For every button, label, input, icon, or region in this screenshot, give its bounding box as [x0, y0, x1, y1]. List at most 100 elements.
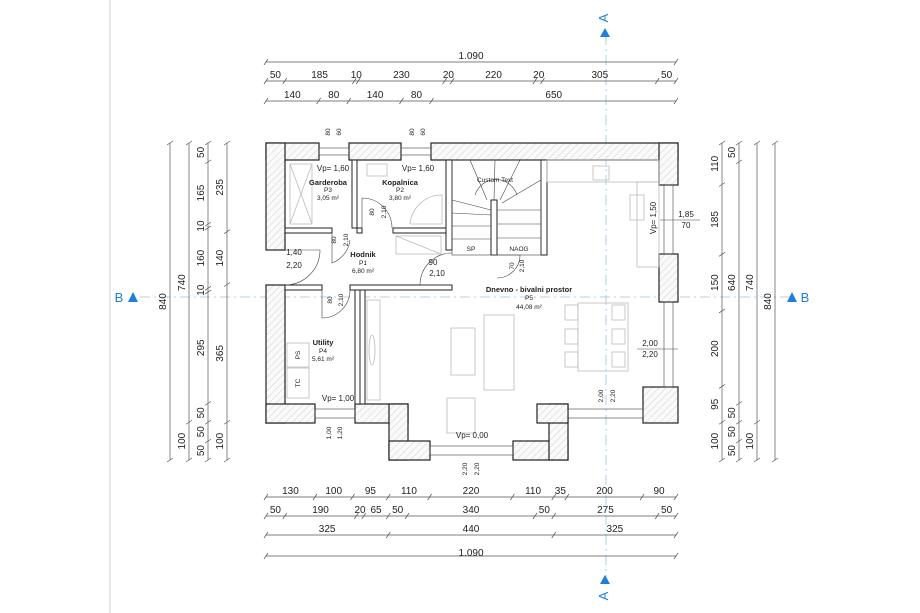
dimension-tick	[223, 229, 231, 234]
dimension-value: 130	[282, 486, 299, 497]
dimension-value: 220	[485, 70, 502, 81]
dimension-tick	[564, 493, 570, 501]
dimension-tick	[223, 419, 231, 425]
dimension-value: 50	[539, 505, 551, 516]
tc-label: TC	[295, 378, 302, 387]
dimension-tick	[735, 457, 743, 463]
dimension-value: 50	[270, 70, 282, 81]
dimension-value: 20	[354, 505, 366, 516]
dimension-value: 100	[710, 432, 721, 449]
dimension-value: 10	[351, 70, 363, 81]
dimension-value: 295	[196, 339, 207, 356]
dimension-value: 110	[710, 155, 721, 171]
dimension-value: 50	[196, 146, 207, 158]
dimension-tick	[204, 221, 212, 227]
room-code: P1	[359, 260, 367, 267]
svg-text:80: 80	[325, 128, 332, 136]
svg-text:Vp= 1,50: Vp= 1,50	[649, 201, 658, 234]
dimension-tick	[263, 552, 269, 560]
svg-text:80: 80	[331, 236, 338, 244]
dimension-tick	[718, 252, 726, 257]
room-vp: Vp= 1,00	[322, 394, 355, 403]
room-vp: Vp= 1,60	[317, 164, 350, 173]
dimension-tick	[204, 457, 212, 463]
dimension-tick	[718, 384, 726, 389]
dimension-value: 200	[710, 340, 721, 357]
room-hodnik: Hodnik P1 6,80 m²	[350, 250, 376, 275]
dimension-value: 140	[215, 249, 226, 266]
dimension-tick	[735, 159, 743, 165]
room-kopalnica: Vp= 1,60 Kopalnica P2 3,80 m²	[382, 164, 435, 202]
dimension-value: 50	[727, 426, 738, 438]
dimension-value: 185	[710, 211, 721, 228]
dimension-value: 140	[284, 90, 301, 101]
svg-text:1,00: 1,00	[326, 426, 333, 439]
ps-fixture	[286, 342, 310, 368]
dimension-tick	[718, 419, 726, 425]
dimension-tick	[316, 97, 321, 105]
svg-text:2,20: 2,20	[286, 261, 302, 270]
svg-text:2,00: 2,00	[598, 389, 605, 402]
dimension-tick	[510, 493, 515, 501]
svg-text:2,20: 2,20	[642, 350, 658, 359]
dimension-value: 100	[325, 486, 342, 497]
dimension-tick	[166, 140, 174, 146]
dimension-value: 50	[727, 407, 738, 419]
dimension-value: 35	[555, 486, 567, 497]
room-area: 6,80 m²	[352, 268, 375, 275]
dimension-tick	[385, 512, 391, 520]
dimension-tick	[223, 457, 231, 463]
dimension-tick	[223, 140, 231, 146]
room-area: 5,61 m²	[312, 356, 335, 363]
room-area: 3,80 m²	[389, 195, 412, 202]
svg-text:1,40: 1,40	[286, 248, 302, 257]
dimension-tick	[540, 77, 545, 85]
dimension-tick	[263, 77, 269, 85]
dimension-tick	[263, 531, 269, 539]
dimension-value: 190	[312, 505, 329, 516]
dimension-value: 440	[463, 524, 480, 535]
dimension-value: 20	[533, 70, 545, 81]
svg-text:70: 70	[682, 221, 691, 230]
dimension-tick	[673, 512, 679, 520]
dimension-tick	[718, 182, 726, 187]
exterior-walls	[265, 142, 679, 461]
dimension-value: 95	[710, 398, 721, 410]
dimension-tick	[753, 419, 761, 425]
dimension-tick	[204, 401, 212, 406]
dimension-value: 1.090	[458, 51, 483, 62]
section-a-bottom-label: A	[596, 591, 611, 600]
dimension-value: 275	[597, 505, 614, 516]
windows	[314, 147, 674, 456]
dimension-value: 50	[196, 407, 207, 419]
dimension-value: 50	[196, 445, 207, 457]
dimension-tick	[654, 512, 660, 520]
stair-up-label: SP	[467, 246, 476, 253]
dimension-tick	[639, 493, 645, 501]
dimension-value: 110	[401, 486, 417, 497]
dimension-value: 50	[661, 70, 673, 81]
dimension-tick	[185, 419, 193, 425]
dimension-value: 325	[607, 524, 624, 535]
dimension-tick	[654, 77, 660, 85]
dimension-value: 230	[393, 70, 410, 81]
svg-text:90: 90	[429, 258, 438, 267]
dimension-value: 160	[196, 249, 207, 266]
svg-text:80: 80	[327, 296, 334, 304]
room-utility: Utility P4 5,61 m² Vp= 1,00	[312, 338, 355, 403]
dimension-tick	[673, 97, 679, 105]
dimension-value: 50	[727, 146, 738, 158]
dimension-value: 200	[596, 486, 613, 497]
dimension-value: 65	[370, 505, 382, 516]
room-code: P3	[324, 187, 332, 194]
dimension-tick	[350, 493, 355, 501]
dimension-tick	[735, 419, 743, 425]
svg-text:2,10: 2,10	[338, 293, 345, 306]
dimension-tick	[735, 140, 743, 146]
dimension-value: 740	[745, 274, 756, 291]
dimension-value: 50	[392, 505, 404, 516]
dimension-tick	[673, 77, 679, 85]
dimension-value: 650	[545, 90, 562, 101]
dimension-value: 150	[710, 274, 721, 291]
dimension-tick	[204, 140, 212, 146]
